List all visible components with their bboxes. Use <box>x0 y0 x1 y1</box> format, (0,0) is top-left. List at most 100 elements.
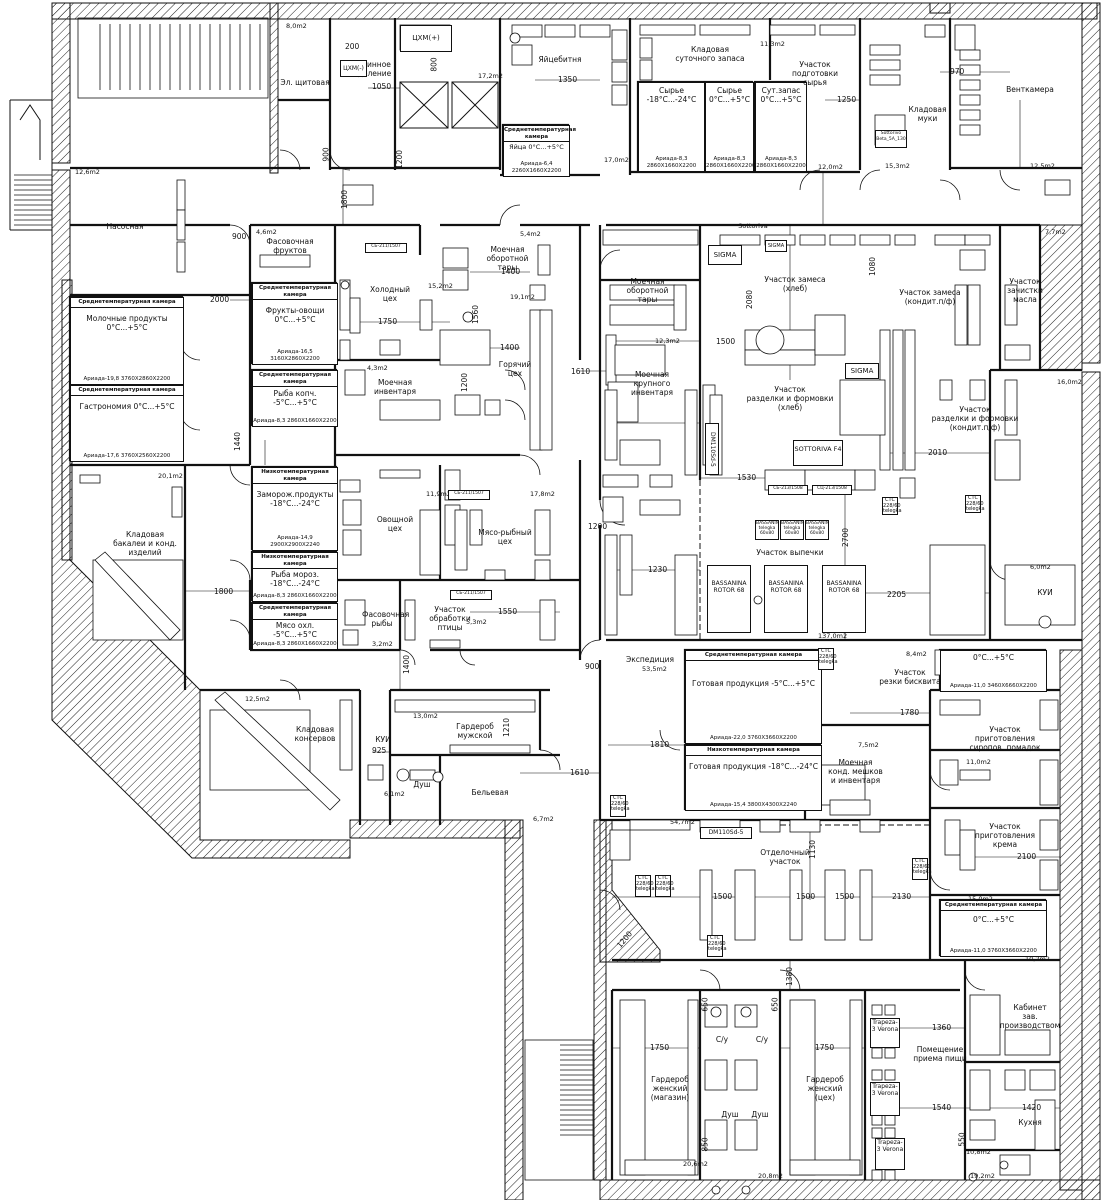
bassanina-telegka: BASSANINA telegka 60x80 <box>780 520 804 540</box>
area-label: 19,2m2 <box>970 1172 995 1180</box>
room-uchastok-vypechki: Участок выпечки <box>756 548 824 557</box>
dimension: 850 <box>700 1137 710 1152</box>
area-label: 8,4m2 <box>906 650 927 658</box>
area-label: 53,5m2 <box>642 665 667 673</box>
room-fasovochnaya-ryby: Фасовочная рыбы <box>362 610 410 628</box>
room-mashinnoe: Машинное отделение <box>348 60 392 78</box>
stair-bottom <box>524 1039 594 1181</box>
room-obrabotki-pticy: Участок обработки птицы <box>429 605 471 632</box>
area-label: 20,6m2 <box>683 1160 708 1168</box>
dimension: 1400 <box>500 343 520 352</box>
room-moechnaya-krupnogo: Моечная крупного инвентаря <box>631 370 673 397</box>
dimension: 1810 <box>650 740 670 749</box>
area-label: 6,7m2 <box>533 815 554 823</box>
area-label: 8,0m2 <box>286 22 307 30</box>
area-label: 17,2m2 <box>478 72 503 80</box>
room-zamesa-kondit: Участок замеса (кондит.п/ф) <box>899 288 961 306</box>
room-kladovaya-bakalei: Кладовая бакалеи и конд. изделий <box>113 530 177 557</box>
cutting-table: СЦ-213/1508 <box>812 485 852 495</box>
dimension: 1420 <box>1022 1103 1042 1112</box>
dimension: 1500 <box>716 337 736 346</box>
cutting-table: СБ-211/1507 <box>450 590 492 600</box>
cold-room-frukty: Среднетемпературная камера Фрукты-овощи … <box>252 283 338 365</box>
sigma-mixer: SIGMA <box>765 240 787 252</box>
dimension: 900 <box>232 232 247 241</box>
shower-label: Душ <box>751 1110 769 1119</box>
area-label: 11,9m2 <box>426 490 451 498</box>
stc-cart: СТС 228/60 telegka <box>882 497 902 515</box>
dimension: 1130 <box>808 839 818 860</box>
dimension: 550 <box>957 1132 967 1147</box>
room-holodnyi-ceh: Холодный цех <box>370 285 410 303</box>
dimension: 1250 <box>837 95 857 104</box>
cold-room-molochnye: Среднетемпературная камера Молочные прод… <box>70 297 184 385</box>
dimension: 1210 <box>502 717 512 738</box>
dimension: 1500 <box>713 892 733 901</box>
stair-top <box>77 17 269 99</box>
area-label: 17,0m2 <box>604 156 629 164</box>
area-label: 6,1m2 <box>384 790 405 798</box>
dimension: 1350 <box>558 75 578 84</box>
room-zamesa-hleb: Участок замеса (хлеб) <box>764 275 826 293</box>
dimension: 1230 <box>648 565 668 574</box>
area-label: 12,0m2 <box>818 163 843 171</box>
room-kui-2: КУИ <box>375 735 391 744</box>
room-kladovaya-sutochnogo: Кладовая суточного запаса <box>675 45 745 63</box>
dimension: 1550 <box>498 607 518 616</box>
room-el-shchitovaya: Эл. щитовая <box>280 78 330 87</box>
stc-cart: СТС 228/60 telegka <box>912 858 932 880</box>
room-kuhnya: Кухня <box>1018 1118 1042 1127</box>
room-uchastok-rezki: Участок резки бисквита <box>879 668 941 686</box>
dimension: 1380 <box>785 966 795 987</box>
dimension: 1800 <box>214 587 234 596</box>
dimension: 200 <box>345 42 360 51</box>
wc-label: С/у <box>755 1035 769 1044</box>
dimension: 2100 <box>1017 852 1037 861</box>
cutting-table: СБ-211/1507 <box>448 490 490 500</box>
cold-room-krem: Среднетемпературная камера 0°С...+5°С Ар… <box>940 900 1047 957</box>
dimension: 1800 <box>340 189 350 210</box>
cutting-table: СБ-213/1508 <box>768 485 808 495</box>
partitions <box>605 480 930 840</box>
dimension: 2000 <box>210 295 230 304</box>
dimension: 900 <box>321 147 331 162</box>
room-myaso-rybnyi: Мясо-рыбный цех <box>478 528 532 546</box>
dimension: 2205 <box>887 590 907 599</box>
sottoriva-machine: SOTTORIVA F4 <box>793 440 843 466</box>
stc-cart: СТС 228/60 telegka <box>610 795 630 817</box>
stc-cart: СТС 228/60 telegka <box>655 875 675 897</box>
dining-chairs <box>871 1004 896 1181</box>
dimension: 970 <box>950 67 965 76</box>
sigma-mixer: SIGMA <box>845 363 879 379</box>
sigma-mixer: SIGMA <box>708 245 742 265</box>
room-goryachiy-ceh: Горячий цех <box>498 360 532 378</box>
cold-room-ryba-kopch: Среднетемпературная камера Рыба копч. -5… <box>252 370 338 427</box>
wc-label: С/у <box>715 1035 729 1044</box>
dimension: 2700 <box>841 527 851 548</box>
trapeza-table: Trapeza-3 Verona <box>870 1082 900 1116</box>
room-kladovaya-konservov: Кладовая консервов <box>294 725 336 743</box>
area-label: 3,2m2 <box>372 640 393 648</box>
dimension: 1540 <box>932 1103 952 1112</box>
room-uchastok-podgotovki: Участок подготовки сырья <box>792 60 838 87</box>
trapeza-table: Trapeza-3 Verona <box>870 1018 900 1048</box>
bassanina-rotor-oven: BASSANINA ROTOR 68 <box>764 565 808 633</box>
area-label: 5,4m2 <box>520 230 541 238</box>
room-otdelochnyi-uchastok: Отделочный участок <box>760 848 810 866</box>
cold-room-syrye-2: Сырье 0°С...+5°С Ариада-8,3 2860Х1660Х22… <box>705 82 756 172</box>
area-label: 7,7m2 <box>1045 228 1066 236</box>
room-ovoshchnoi-ceh: Овощной цех <box>376 515 414 533</box>
counter-boxes <box>79 24 1076 1176</box>
interior-walls <box>70 18 1082 1180</box>
dimension: 2010 <box>928 448 948 457</box>
dimension: 1200 <box>588 522 608 531</box>
cold-room-gotovaya-1: Среднетемпературная камера Готовая проду… <box>685 650 822 744</box>
dm110-machine: DM110Sd-5 <box>700 827 752 839</box>
area-label: 10,2m2 <box>1025 955 1050 963</box>
area-label: 12,3m2 <box>655 337 680 345</box>
room-garderob-zhenskiy-magazin: Гардероб женский (магазин) <box>650 1075 690 1102</box>
area-label: 13,0m2 <box>413 712 438 720</box>
room-razdelki-kondit: Участок разделки и формовки (кондит.п/ф) <box>931 405 1019 432</box>
outer-walls <box>51 2 1101 1200</box>
